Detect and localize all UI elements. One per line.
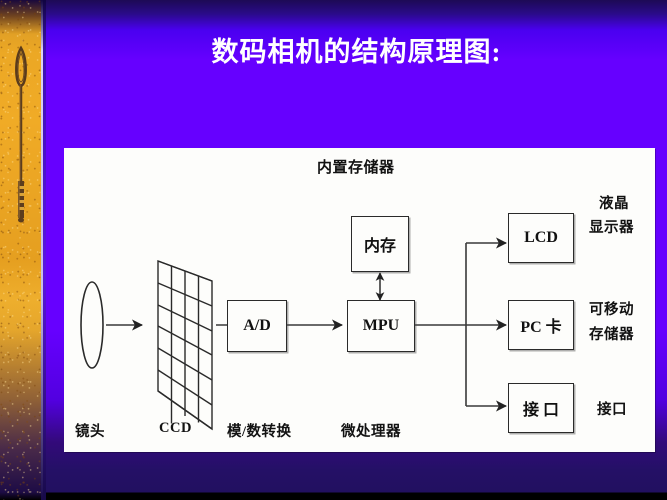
sand-texture	[0, 0, 41, 500]
box-port-label: 接 口	[522, 402, 559, 419]
ccd-sensor-grid	[157, 259, 213, 431]
label-port: 接口	[597, 402, 627, 418]
box-port[interactable]: 接 口	[508, 383, 574, 433]
memory-group-label: 内置存储器	[317, 160, 395, 176]
label-removable-storage-line2: 存储器	[589, 327, 634, 343]
label-lcd-display-line2: 显示器	[589, 220, 634, 236]
box-lcd[interactable]: LCD	[508, 213, 574, 263]
box-mpu[interactable]: MPU	[347, 300, 415, 352]
lens-ellipse	[80, 281, 104, 369]
box-ad-converter-label: A/D	[243, 317, 271, 334]
box-memory-label: 内存	[363, 238, 396, 255]
left-decoration-strip	[0, 0, 41, 500]
label-ad-conversion: 模/数转换	[227, 424, 292, 440]
key-icon	[15, 45, 27, 223]
box-lcd-label: LCD	[524, 229, 558, 246]
box-mpu-label: MPU	[362, 317, 400, 334]
box-ad-converter[interactable]: A/D	[227, 300, 287, 352]
strip-divider-light	[41, 0, 43, 500]
strip-divider-dark	[43, 0, 46, 500]
diagram-vector-layer	[80, 237, 508, 431]
label-removable-storage-line1: 可移动	[589, 302, 634, 318]
label-lens: 镜头	[75, 424, 105, 440]
box-pc-card[interactable]: PC 卡	[508, 300, 574, 350]
box-memory[interactable]: 内存	[351, 216, 409, 272]
label-microprocessor: 微处理器	[341, 424, 401, 440]
page-title: 数码相机的结构原理图:	[211, 37, 502, 67]
box-pc-card-label: PC 卡	[520, 319, 562, 336]
label-ccd: CCD	[159, 420, 192, 436]
diagram-panel: 内置存储器 内存 A/D MPU LCD PC 卡 接 口 镜头 CCD 模/数…	[64, 148, 655, 452]
label-lcd-display-line1: 液晶	[599, 196, 629, 212]
